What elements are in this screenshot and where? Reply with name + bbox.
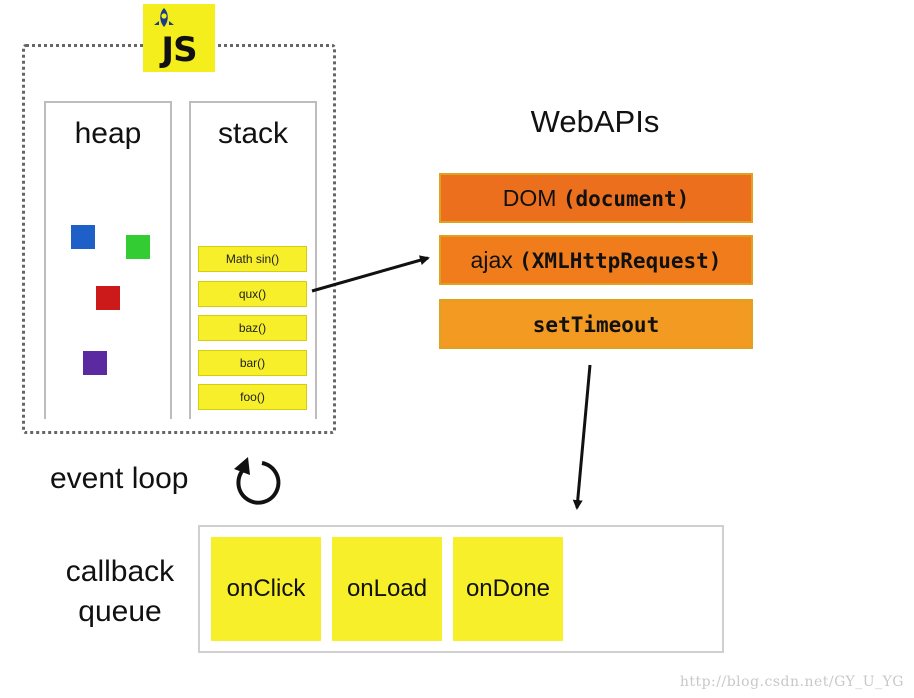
callback-queue-label-line2: queue: [78, 595, 162, 628]
webapi-ajax-object: (XMLHttpRequest): [519, 249, 722, 273]
js-logo-text: JS: [161, 30, 197, 70]
webapi-to-queue-arrow: [572, 364, 592, 510]
webapi-settimeout: setTimeout: [439, 299, 753, 349]
webapi-ajax: ajax (XMLHttpRequest): [439, 235, 753, 285]
callback-item-ondone: onDone: [453, 537, 563, 641]
watermark: http://blog.csdn.net/GY_U_YG: [679, 674, 904, 690]
callback-queue-label: callback queue: [40, 552, 200, 632]
heap-object-green: [126, 235, 150, 259]
stack-frame: baz(): [198, 315, 307, 341]
stack-frame: bar(): [198, 350, 307, 376]
webapi-dom-object: (document): [562, 187, 690, 211]
webapis-title: WebAPIs: [530, 104, 660, 139]
js-logo: JS: [143, 4, 215, 72]
stack-frame: foo(): [198, 384, 307, 410]
webapi-dom: DOM (document): [439, 173, 753, 223]
stack-to-webapi-arrow: [311, 255, 430, 293]
heap-object-purple: [83, 351, 107, 375]
webapi-settimeout-label: setTimeout: [532, 313, 660, 337]
webapi-ajax-label: ajax: [470, 247, 520, 273]
callback-item-onclick: onClick: [211, 537, 321, 641]
webapi-dom-label: DOM: [502, 185, 563, 211]
rocket-icon: [154, 8, 174, 27]
stack-title: stack: [217, 117, 289, 150]
heap-panel: heap: [44, 101, 172, 419]
heap-object-red: [96, 286, 120, 310]
callback-queue-label-line1: callback: [65, 555, 175, 588]
stack-frame: qux(): [198, 281, 307, 307]
heap-object-blue: [71, 225, 95, 249]
callback-item-onload: onLoad: [332, 537, 442, 641]
event-loop-cycle-icon: [234, 457, 281, 505]
event-loop-label: event loop: [50, 462, 189, 495]
stack-frame: Math sin(): [198, 246, 307, 272]
heap-title: heap: [74, 117, 142, 150]
